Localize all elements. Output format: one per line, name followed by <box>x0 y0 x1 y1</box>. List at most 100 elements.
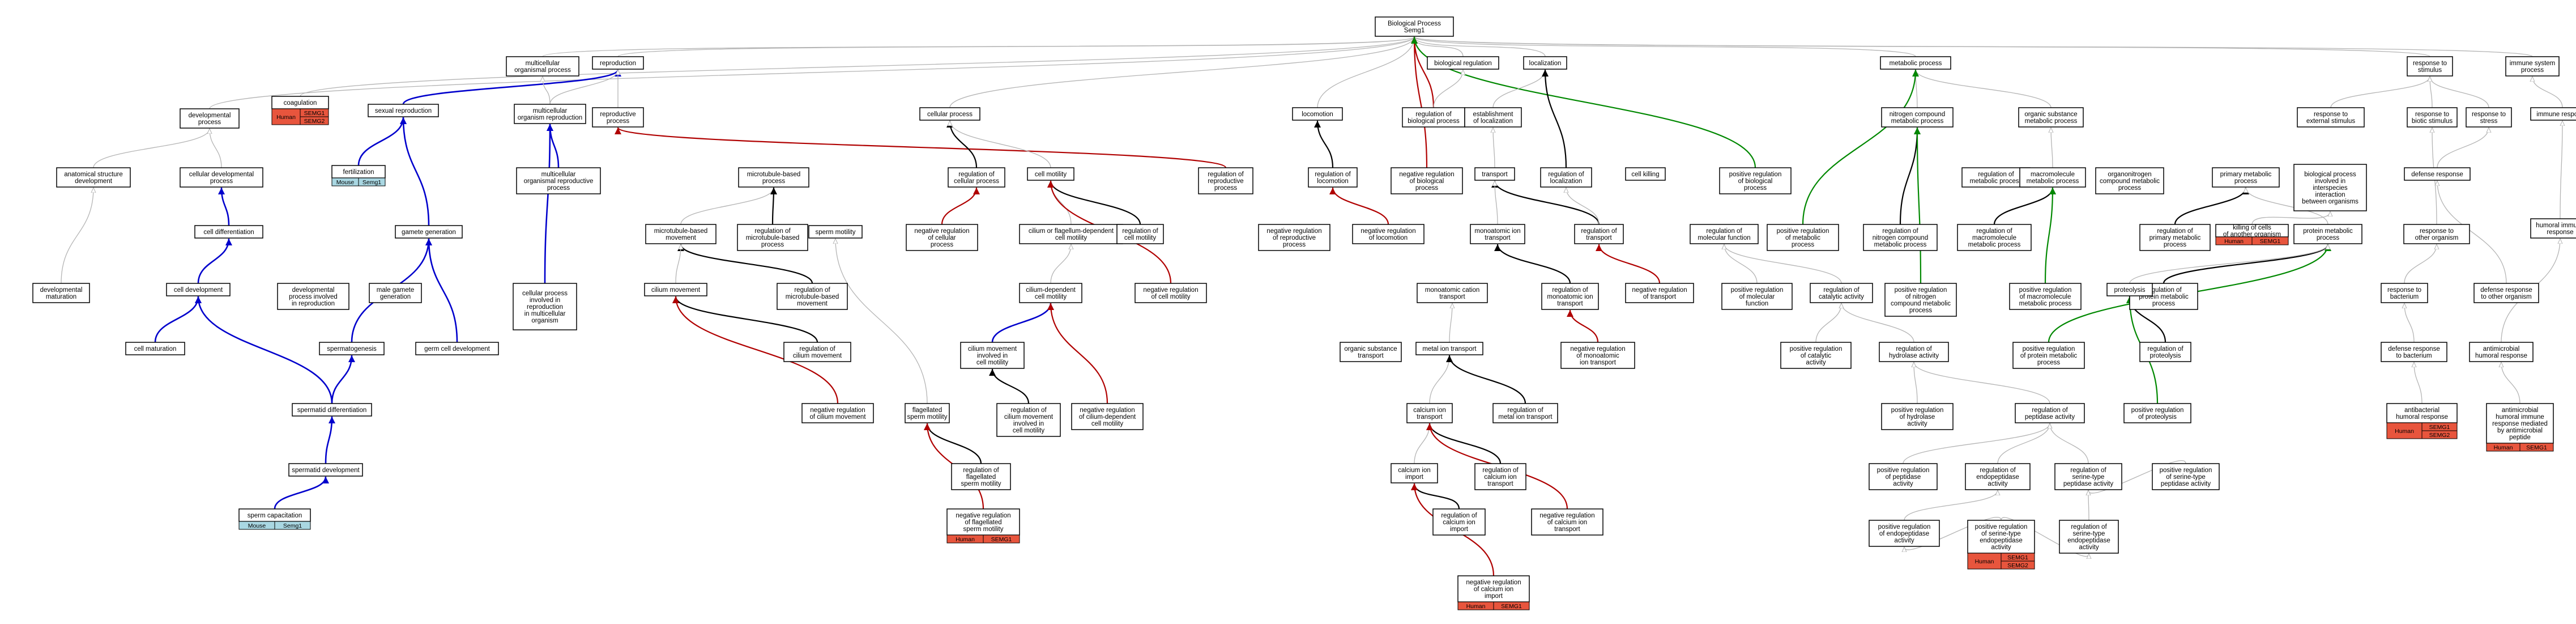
go-term-defresp[interactable]: defense response <box>2404 167 2471 181</box>
go-term-cdiff[interactable]: cell differentiation <box>194 225 263 239</box>
go-term-spermdiff[interactable]: spermatid differentiation <box>292 403 372 417</box>
go-term-cellkill[interactable]: cell killing <box>1625 167 1666 181</box>
go-term-sexrep[interactable]: sexual reproduction <box>368 104 439 117</box>
go-term-celldevl[interactable]: cell development <box>166 283 231 296</box>
go-term-metab[interactable]: metabolic process <box>1880 56 1951 70</box>
go-term-immresp[interactable]: immune response <box>2530 107 2576 121</box>
go-term-repro[interactable]: reproduction <box>592 56 644 70</box>
go-term-locomotion[interactable]: locomotion <box>1292 107 1343 121</box>
go-term-bioreg[interactable]: biological regulation <box>1427 56 1499 70</box>
go-term-spermcap[interactable]: sperm capacitation <box>238 508 311 522</box>
go-term-proteolysis[interactable]: proteolysis <box>2106 283 2153 296</box>
go-term-germdev[interactable]: germ cell development <box>415 342 499 355</box>
go-term-cellmot[interactable]: cell motility <box>1027 167 1074 181</box>
go-term-coag[interactable]: coagulation <box>271 96 329 109</box>
go-term-cilmove[interactable]: cilium movement <box>644 283 707 296</box>
go-term-metalion[interactable]: metal ion transport <box>1415 342 1483 355</box>
go-term-local[interactable]: localization <box>1523 56 1567 70</box>
go-term-transport[interactable]: transport <box>1474 167 1515 181</box>
